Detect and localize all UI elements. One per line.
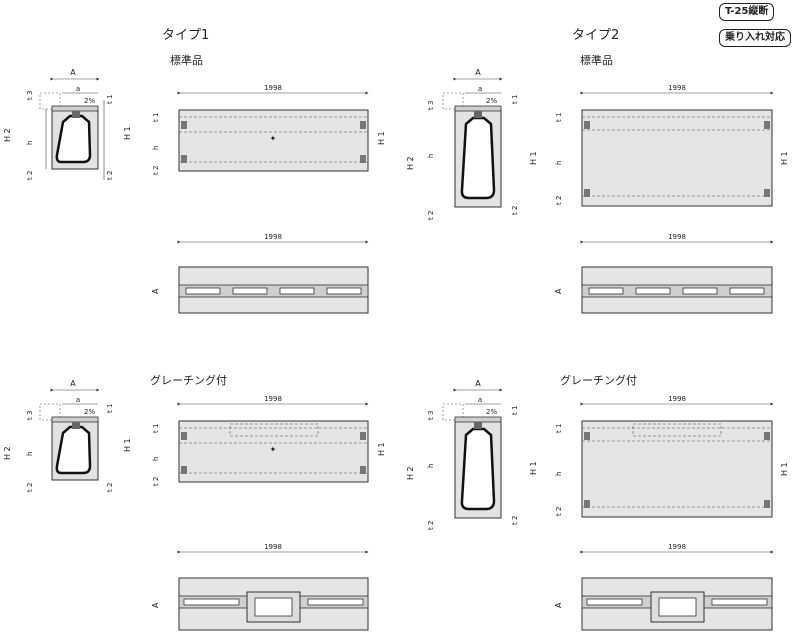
svg-text:t 1: t 1 — [555, 424, 563, 433]
type1-standard-label: 標準品 — [170, 54, 203, 67]
svg-text:h: h — [555, 161, 563, 165]
svg-text:h: h — [152, 457, 160, 461]
type1-standard-side-view: 1998 ✦ t 1 h t 2 H 1 — [152, 84, 386, 175]
type1-grating-side-view: 1998 ✦ t 1 h t 2 H 1 — [152, 395, 386, 486]
svg-text:t 1: t 1 — [555, 113, 563, 122]
dim-H1: H 1 — [123, 126, 132, 140]
svg-text:t 2: t 2 — [26, 483, 34, 492]
svg-text:H 2: H 2 — [406, 466, 415, 480]
svg-text:1998: 1998 — [668, 233, 686, 241]
svg-text:t 3: t 3 — [427, 411, 435, 420]
dim-A: A — [70, 68, 76, 77]
length-label: 1998 — [264, 84, 282, 92]
svg-text:a: a — [76, 396, 80, 404]
type2-standard-plan-view: 1998 A — [554, 233, 774, 314]
svg-text:H 2: H 2 — [406, 156, 415, 170]
type1-grating-plan-view: 1998 A — [151, 543, 369, 631]
svg-text:✦: ✦ — [270, 134, 277, 143]
svg-text:t 1: t 1 — [106, 404, 114, 413]
svg-text:A: A — [554, 602, 563, 608]
dim-H2: H 2 — [3, 128, 12, 142]
svg-text:H 1: H 1 — [377, 131, 386, 145]
svg-text:1998: 1998 — [668, 84, 686, 92]
svg-text:H 1: H 1 — [377, 442, 386, 456]
svg-text:t 3: t 3 — [26, 411, 34, 420]
type1-standard-plan-view: 1998 A — [151, 233, 369, 314]
svg-text:h: h — [152, 146, 160, 150]
svg-text:H 1: H 1 — [780, 151, 789, 165]
svg-text:a: a — [478, 396, 482, 404]
type1-title: タイプ1 — [162, 28, 210, 43]
svg-text:t 1: t 1 — [152, 113, 160, 122]
svg-text:t 2: t 2 — [106, 483, 114, 492]
svg-text:h: h — [555, 472, 563, 476]
svg-text:1998: 1998 — [668, 543, 686, 551]
slope-label: 2% — [84, 97, 95, 105]
svg-text:t 1: t 1 — [152, 424, 160, 433]
svg-text:t 1: t 1 — [511, 406, 519, 415]
svg-text:A: A — [475, 379, 481, 388]
svg-text:2%: 2% — [84, 408, 95, 416]
dim-t2: t 2 — [26, 171, 34, 180]
svg-text:H 1: H 1 — [529, 151, 538, 165]
type2-grating-cross-section: A a 2% H 2 t 3 h t 2 t 1 H 1 t 2 — [406, 379, 538, 530]
type2-title: タイプ2 — [572, 28, 620, 43]
type2-grating-label: グレーチング付 — [560, 374, 637, 387]
dim-t1: t 1 — [106, 95, 114, 104]
svg-text:t 2: t 2 — [555, 196, 563, 205]
svg-text:t 1: t 1 — [511, 95, 519, 104]
svg-text:h: h — [26, 452, 34, 456]
svg-text:t 2: t 2 — [152, 477, 160, 486]
svg-text:A: A — [475, 68, 481, 77]
svg-text:✦: ✦ — [270, 445, 277, 454]
dim-t3: t 3 — [26, 91, 34, 100]
svg-text:1998: 1998 — [668, 395, 686, 403]
svg-text:t 3: t 3 — [427, 101, 435, 110]
svg-text:t 2: t 2 — [511, 206, 519, 215]
svg-text:t 2: t 2 — [511, 516, 519, 525]
type2-grating-plan-view: 1998 A — [554, 543, 774, 631]
longitudinal-badge: T-25縦断 — [719, 3, 775, 21]
type2-standard-cross-section: A a 2% H 2 t 3 h t 2 t 1 H 1 t 2 — [406, 68, 538, 220]
dim-t2-right: t 2 — [106, 171, 114, 180]
type1-grating-cross-section: A a 2% H 2 t 3 h t 2 t 1 H 1 t 2 — [3, 379, 132, 492]
svg-text:a: a — [478, 85, 482, 93]
svg-text:t 2: t 2 — [152, 166, 160, 175]
svg-text:2%: 2% — [486, 408, 497, 416]
svg-text:t 2: t 2 — [427, 211, 435, 220]
svg-text:1998: 1998 — [264, 395, 282, 403]
svg-text:t 2: t 2 — [555, 507, 563, 516]
svg-text:A: A — [151, 288, 160, 294]
svg-text:h: h — [427, 154, 435, 158]
type1-grating-label: グレーチング付 — [150, 374, 227, 387]
svg-text:H 2: H 2 — [3, 446, 12, 460]
type2-standard-label: 標準品 — [580, 54, 613, 67]
svg-text:H 1: H 1 — [529, 461, 538, 475]
type1-standard-cross-section: A a 2% H 2 t 3 h t 2 t 1 H 1 t 2 — [3, 68, 132, 180]
svg-text:1998: 1998 — [264, 233, 282, 241]
svg-text:A: A — [70, 379, 76, 388]
svg-text:A: A — [554, 288, 563, 294]
svg-text:h: h — [427, 464, 435, 468]
svg-text:2%: 2% — [486, 97, 497, 105]
ride-over-badge: 乗り入れ対応 — [719, 29, 791, 47]
svg-text:H 1: H 1 — [780, 462, 789, 476]
svg-text:H 1: H 1 — [123, 438, 132, 452]
dim-h: h — [26, 141, 34, 145]
type2-grating-side-view: 1998 t 1 h t 2 H 1 — [555, 395, 789, 518]
svg-text:1998: 1998 — [264, 543, 282, 551]
dim-a: a — [76, 85, 80, 93]
type2-standard-side-view: 1998 t 1 h t 2 H 1 — [555, 84, 789, 207]
svg-text:t 2: t 2 — [427, 521, 435, 530]
svg-text:A: A — [151, 602, 160, 608]
